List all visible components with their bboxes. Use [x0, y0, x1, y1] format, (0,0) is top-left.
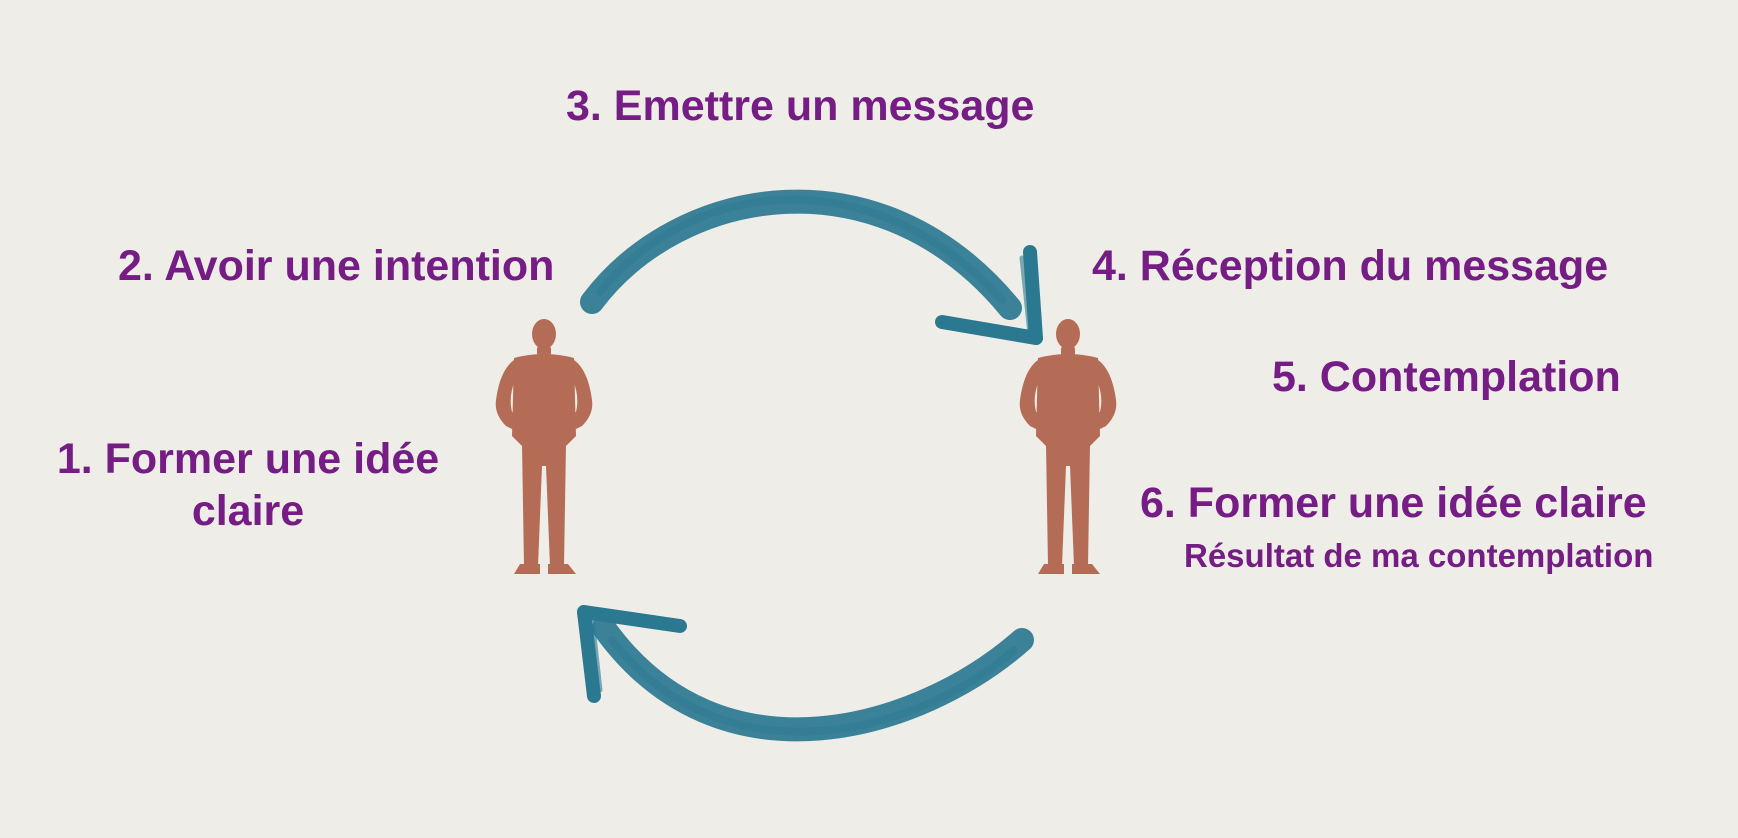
step-4-label: 4. Réception du message	[1092, 242, 1609, 290]
step-6-label: 6. Former une idée claire	[1140, 479, 1647, 527]
person-icon	[1019, 319, 1117, 574]
step-1-label: 1. Former une idée claire	[56, 435, 440, 535]
step-6-detail: Résultat de ma contemplation	[1184, 537, 1654, 574]
step-3-label: 3. Emettre un message	[566, 82, 1035, 130]
person-icon	[495, 319, 593, 574]
step-2-label: 2. Avoir une intention	[118, 242, 555, 290]
step-5-label: 5. Contemplation	[1272, 353, 1621, 401]
